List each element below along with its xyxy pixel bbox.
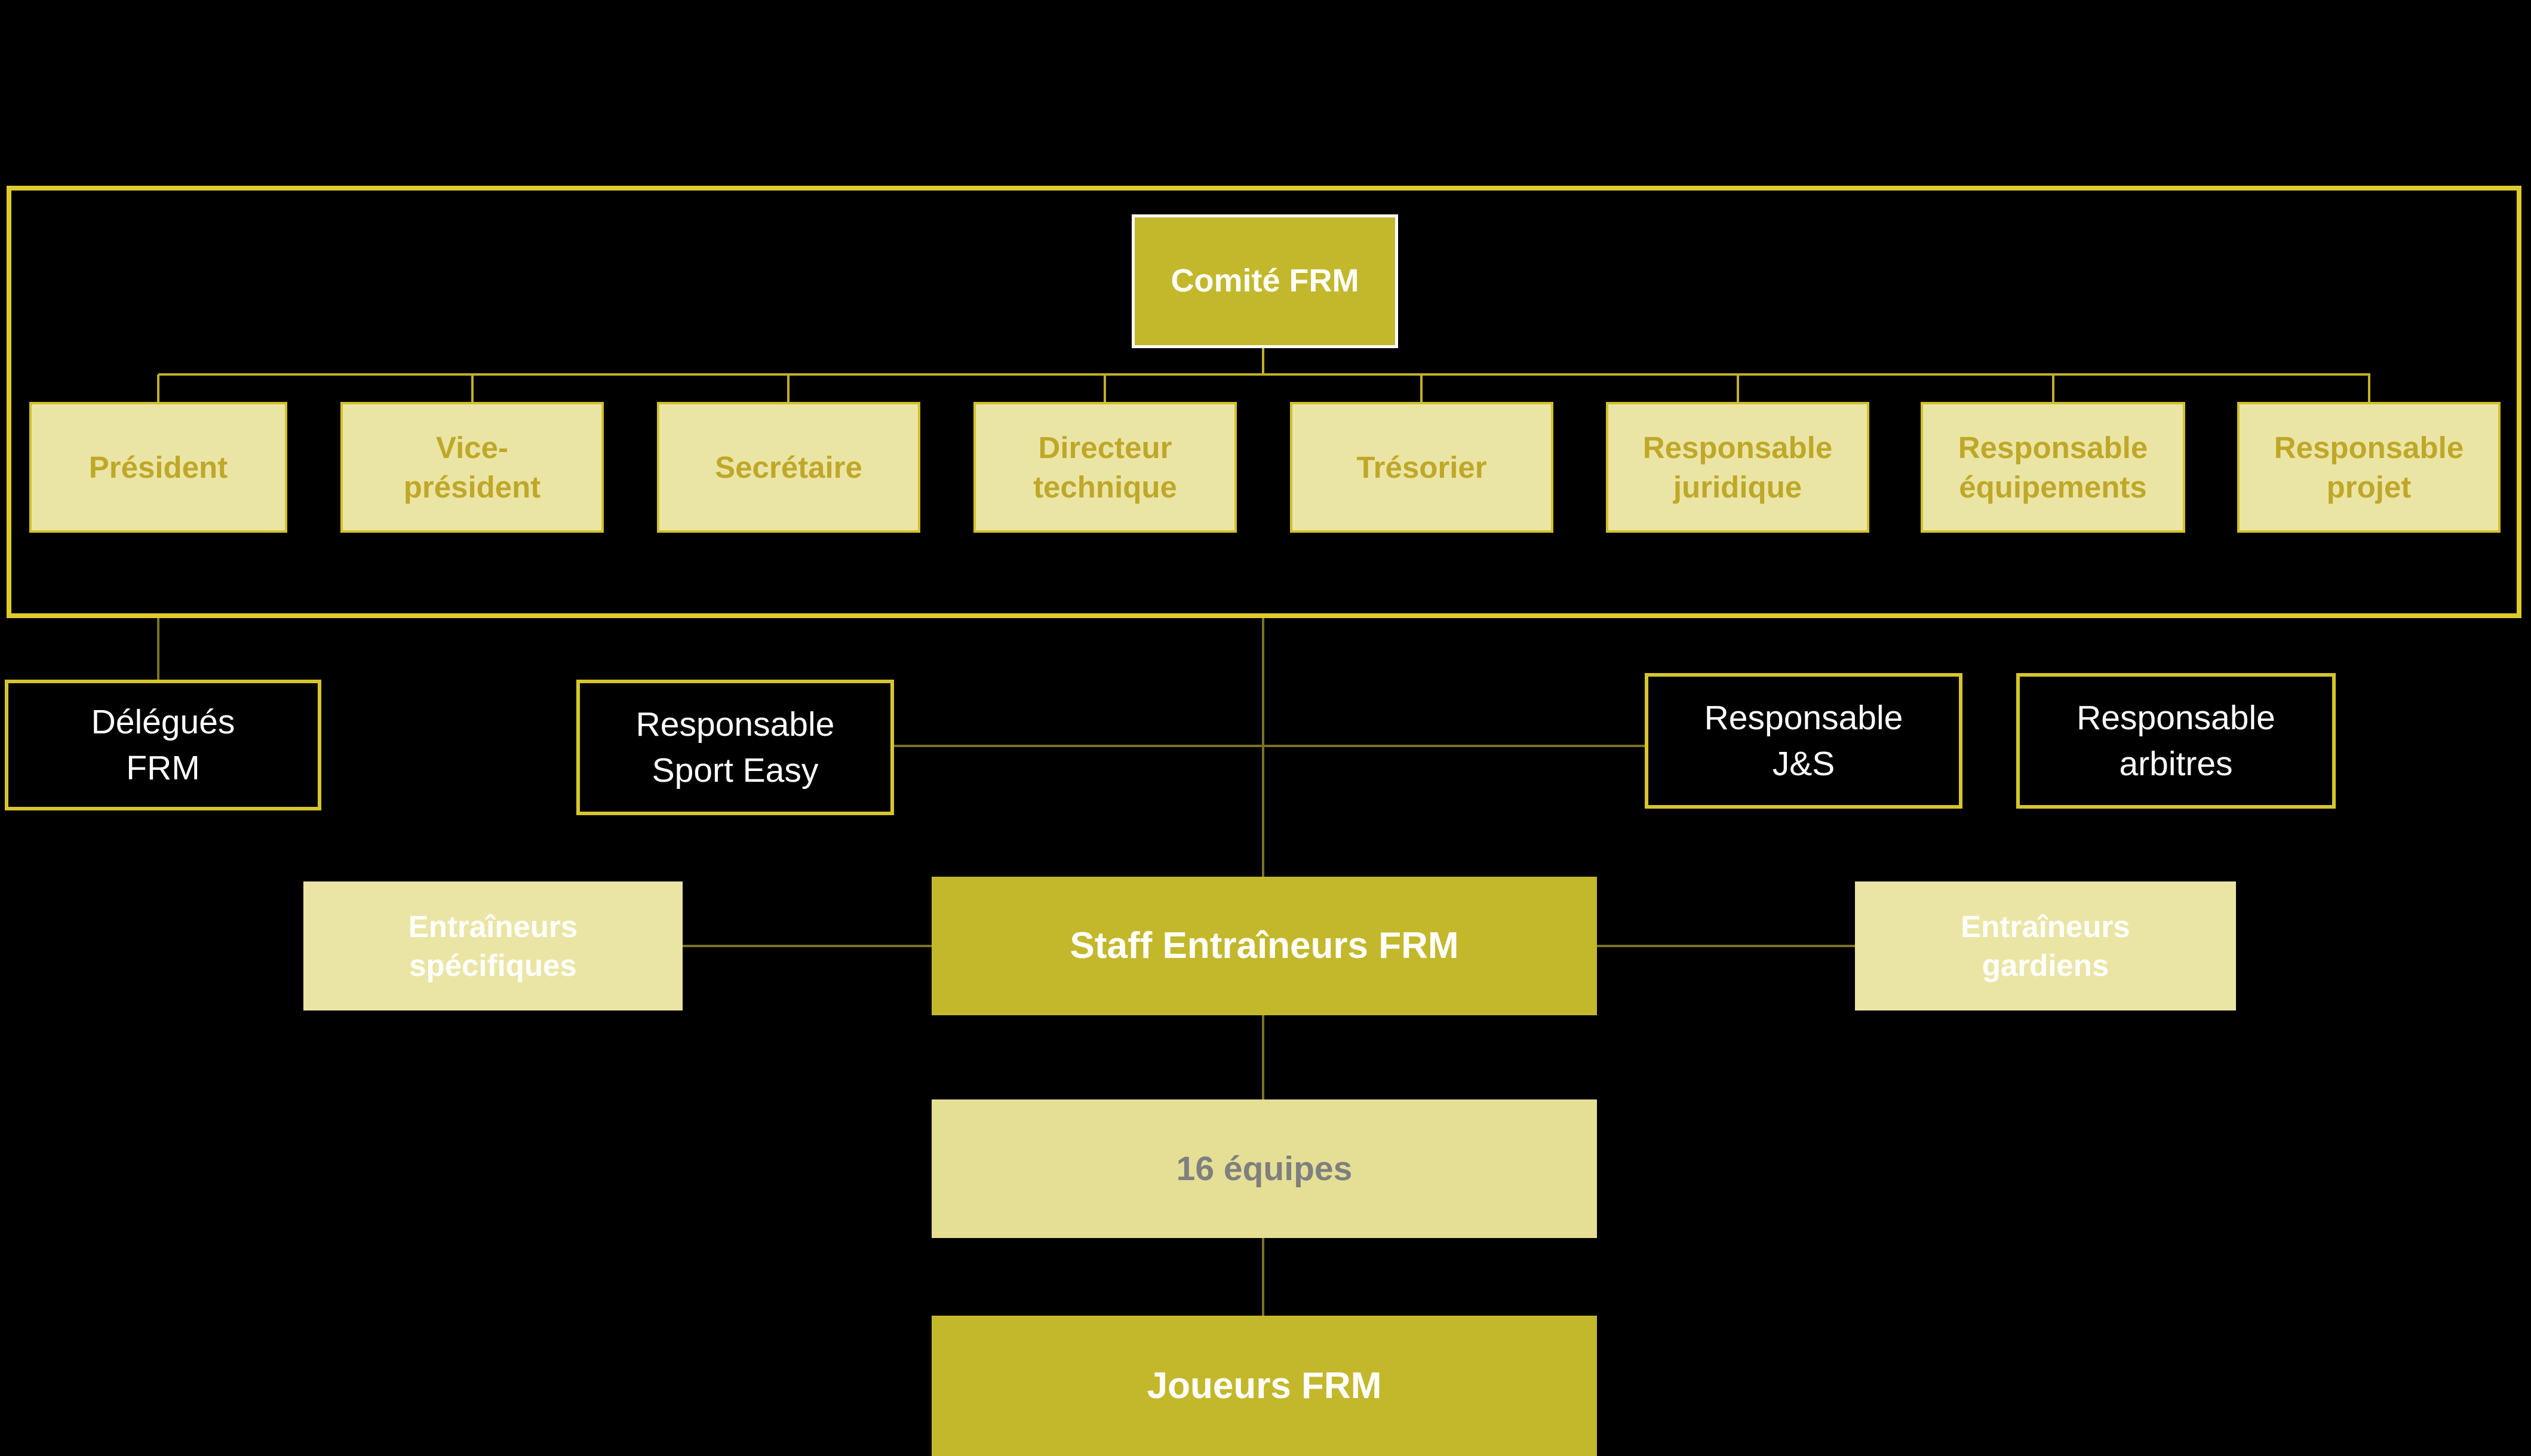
connector-specifiques-staff <box>683 945 932 947</box>
node-tresorier: Trésorier <box>1290 402 1553 533</box>
connector-members-horizontal <box>158 373 2370 376</box>
node-responsable-juridique: Responsable juridique <box>1606 402 1869 533</box>
connector-frame-staff-vertical <box>1262 618 1264 877</box>
node-vice-president: Vice- président <box>340 402 604 533</box>
connector-sport-easy-horizontal <box>894 745 1262 747</box>
node-staff-entraineurs-frm: Staff Entraîneurs FRM <box>932 877 1597 1015</box>
node-entraineurs-gardiens: Entraîneurs gardiens <box>1855 881 2236 1010</box>
connector-president-delegues <box>157 618 159 680</box>
connector-stub-responsable-projet <box>2368 374 2370 402</box>
connector-staff-gardiens <box>1597 945 1855 947</box>
connector-equipes-joueurs <box>1262 1238 1264 1316</box>
node-responsable-projet: Responsable projet <box>2237 402 2501 533</box>
node-entraineurs-specifiques: Entraîneurs spécifiques <box>303 881 683 1010</box>
node-responsable-arbitres: Responsable arbitres <box>2016 673 2336 809</box>
connector-stub-tresorier <box>1420 374 1423 402</box>
connector-comite-stub <box>1262 348 1264 376</box>
node-responsable-js: Responsable J&S <box>1645 673 1962 809</box>
node-secretaire: Secrétaire <box>657 402 920 533</box>
connector-stub-responsable-equipements <box>2052 374 2054 402</box>
connector-stub-secretaire <box>787 374 790 402</box>
node-comite-frm: Comité FRM <box>1132 214 1398 348</box>
connector-stub-president <box>157 374 159 402</box>
node-president: Président <box>29 402 287 533</box>
connector-stub-directeur-technique <box>1104 374 1106 402</box>
connector-stub-vice-president <box>471 374 474 402</box>
connector-staff-equipes <box>1262 1015 1264 1099</box>
node-joueurs-frm: Joueurs FRM <box>932 1316 1597 1456</box>
committee-frame <box>7 186 2521 618</box>
connector-stub-responsable-juridique <box>1737 374 1739 402</box>
node-directeur-technique: Directeur technique <box>973 402 1237 533</box>
node-responsable-equipements: Responsable équipements <box>1921 402 2185 533</box>
node-responsable-sport-easy: Responsable Sport Easy <box>576 680 894 815</box>
node-16-equipes: 16 équipes <box>932 1099 1597 1238</box>
connector-js-horizontal <box>1264 745 1645 747</box>
node-delegues-frm: Délégués FRM <box>5 680 321 810</box>
